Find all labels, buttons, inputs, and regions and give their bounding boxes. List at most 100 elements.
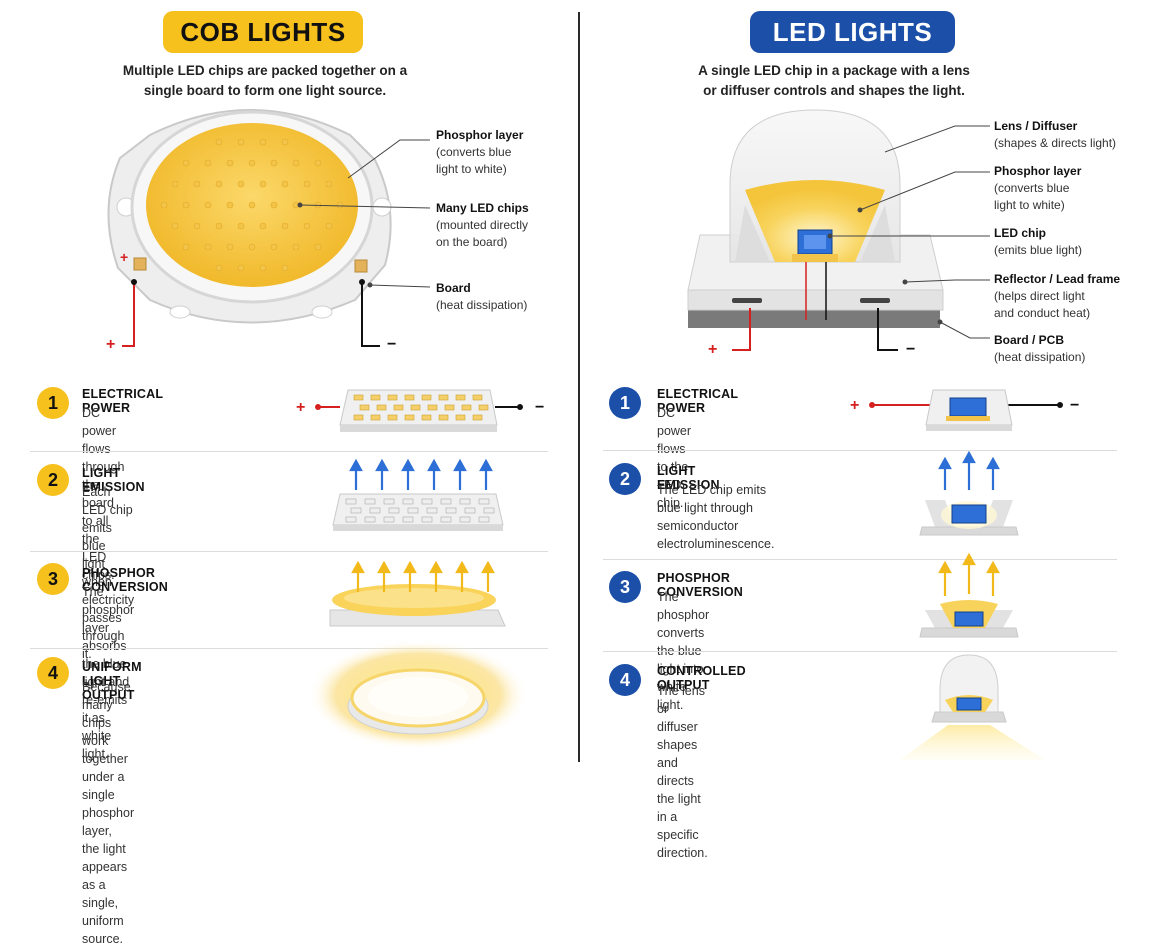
led-chip-mark <box>345 516 357 523</box>
led-callout-reflector: Reflector / Lead frame (helps direct lig… <box>994 271 1120 322</box>
led-chip-mark <box>404 394 415 401</box>
cob-wire-red <box>122 282 135 347</box>
led-chip-mark <box>472 414 483 421</box>
led-chip-mark <box>410 404 421 411</box>
led-leader-phosphor <box>859 171 990 211</box>
led-minus-label: − <box>906 341 916 358</box>
led-chip-mark <box>364 498 376 505</box>
step-number-badge: 2 <box>609 463 641 495</box>
callout-desc: (heat dissipation) <box>436 298 528 312</box>
cob-wire-black <box>361 282 380 347</box>
led-title: LED LIGHTS <box>750 11 955 53</box>
led-chip-dot <box>237 222 245 230</box>
step-title: PHOSPHOR CONVERSION <box>82 566 169 594</box>
led-chip-dot <box>204 159 212 167</box>
callout-desc: (emits blue light) <box>994 243 1083 257</box>
callout-title: Phosphor layer <box>994 164 1082 178</box>
led-chip-dot <box>204 243 212 251</box>
callout-title: Board / PCB <box>994 333 1065 347</box>
led-chip-dot <box>215 264 223 272</box>
led-chip-dot <box>248 243 256 251</box>
step-desc: DC power flows through the board to all … <box>82 406 125 582</box>
light-arrow-head <box>377 560 391 574</box>
led-chip-dot <box>259 264 267 272</box>
led-chip-dot <box>226 201 234 209</box>
led-wire-black <box>877 308 898 351</box>
callout-title: Lens / Diffuser <box>994 119 1078 133</box>
led-chip-mark <box>459 516 471 523</box>
led-chip-mark <box>478 498 490 505</box>
led-wire-red <box>732 308 751 351</box>
led-step4-package <box>900 654 1045 760</box>
led-callout-pcb: Board / PCB (heat dissipation) <box>994 332 1085 366</box>
callout-desc: (converts blue light to white) <box>994 181 1070 212</box>
cob-step1-board <box>315 389 523 432</box>
step-title: CONTROLLED OUTPUT <box>657 664 746 692</box>
led-chip-dot <box>270 243 278 251</box>
callout-title: LED chip <box>994 226 1047 240</box>
light-arrow-head <box>403 560 417 574</box>
step-desc: Each LED chip emits blue light when elec… <box>82 485 135 661</box>
led-chip-dot <box>237 264 245 272</box>
callout-desc: (mounted directly on the board) <box>436 218 529 249</box>
led-subtitle-line1: A single LED chip in a package with a le… <box>698 63 970 78</box>
led-chip-mark <box>455 414 466 421</box>
led-chip-dot <box>281 138 289 146</box>
led-chip-mark <box>393 404 404 411</box>
led-chip-mark <box>483 507 495 514</box>
led-chip-dot <box>182 201 190 209</box>
step-title: ELECTRICAL POWER <box>82 387 163 415</box>
cob-step1-minus: − <box>535 399 544 416</box>
led-chip-dot <box>160 201 168 209</box>
led-chip-dot <box>259 222 267 230</box>
cob-pad-positive <box>133 257 147 271</box>
step-title: LIGHT EMISSION <box>82 466 145 494</box>
led-chip-mark <box>353 394 364 401</box>
step-number-badge: 3 <box>37 563 69 595</box>
step-number-badge: 4 <box>609 664 641 696</box>
step-separator <box>603 450 1117 451</box>
led-step1-package <box>869 389 1063 431</box>
callout-desc: (shapes & directs light) <box>994 136 1117 150</box>
callout-desc: (helps direct light and conduct heat) <box>994 289 1091 320</box>
led-chip-mark <box>426 507 438 514</box>
step-number-badge: 1 <box>37 387 69 419</box>
light-arrow-head <box>401 458 415 472</box>
cob-subtitle-line1: Multiple LED chips are packed together o… <box>122 63 408 78</box>
led-chip-mark <box>376 404 387 411</box>
led-step3-package <box>919 552 1019 638</box>
led-chip-mark <box>370 394 381 401</box>
led-chip-mark <box>461 404 472 411</box>
led-chip-mark <box>350 507 362 514</box>
cob-pad-plus-mark: + <box>120 249 128 265</box>
led-chip-mark <box>478 404 489 411</box>
cob-subtitle: Multiple LED chips are packed together o… <box>95 61 435 101</box>
led-chip-dot <box>204 201 212 209</box>
led-chip-mark <box>478 516 490 523</box>
light-arrow-head <box>351 560 365 574</box>
led-chip-mark <box>387 414 398 421</box>
led-chip-mark <box>421 498 433 505</box>
led-chip-mark <box>444 404 455 411</box>
led-chip-mark <box>438 414 449 421</box>
led-chip-dot <box>215 180 223 188</box>
cob-mount-hole <box>311 305 333 319</box>
led-chip-dot <box>325 180 333 188</box>
led-chip-mark <box>464 507 476 514</box>
cob-mount-hole <box>169 305 191 319</box>
led-chip-mark <box>364 516 376 523</box>
callout-title: Reflector / Lead frame <box>994 272 1121 286</box>
led-chip-mark <box>383 498 395 505</box>
led-chip-dot <box>292 159 300 167</box>
led-chip-dot <box>182 159 190 167</box>
led-chip-dot <box>314 159 322 167</box>
led-chip-dot <box>171 222 179 230</box>
led-chip-dot <box>314 243 322 251</box>
led-chip-mark <box>472 394 483 401</box>
led-chip-dot <box>237 180 245 188</box>
led-chip-mark <box>353 414 364 421</box>
light-arrow-head <box>453 458 467 472</box>
led-chip-dot <box>281 264 289 272</box>
led-callout-lens: Lens / Diffuser (shapes & directs light) <box>994 118 1116 152</box>
led-chip-dot <box>248 159 256 167</box>
